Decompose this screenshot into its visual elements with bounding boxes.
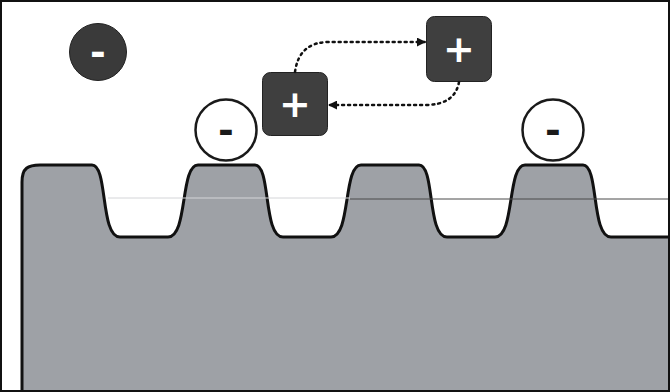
reference-line [350,199,668,200]
exchange-arrow [329,82,459,105]
cation-box: + [262,72,328,136]
adsorbed-anion: - [521,98,585,162]
reference-line [108,198,350,199]
charge-sign: - [218,111,234,149]
exchange-arrow [295,42,425,72]
shape-fill [263,73,328,136]
charge-sign: - [545,111,561,149]
adsorbed-anion: - [194,98,258,162]
shape-fill [196,100,257,161]
charge-sign: + [443,30,475,68]
shape-fill [523,100,584,161]
charge-sign: + [279,85,311,123]
shape-fill [427,17,492,82]
anion: - [68,22,128,82]
shape-fill [70,24,127,81]
rough-surface [22,165,670,392]
cation-box: + [426,16,492,82]
charge-sign: - [90,33,106,71]
